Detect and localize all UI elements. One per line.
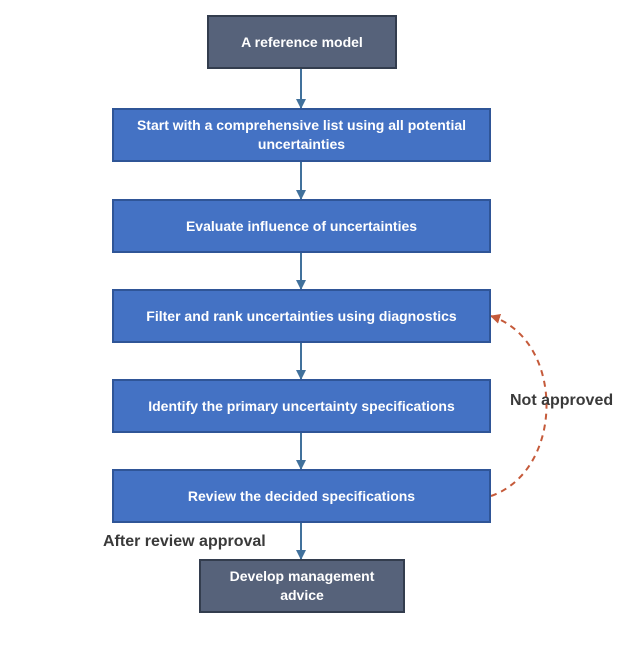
step-label: A reference model <box>241 33 363 50</box>
not-approved-label: Not approved <box>510 392 614 409</box>
step-label: Start with a comprehensive list using al… <box>136 117 467 152</box>
feedback-arrow <box>490 314 548 497</box>
step-label: Identify the primary uncertainty specifi… <box>148 397 455 414</box>
step-evaluate-influence: Evaluate influence of uncertainties <box>112 199 491 253</box>
step-label: Review the decided specifications <box>187 487 416 504</box>
step-identify-primary: Identify the primary uncertainty specifi… <box>112 379 491 433</box>
step-comprehensive-list: Start with a comprehensive list using al… <box>112 108 491 162</box>
step-label: Evaluate influence of uncertainties <box>185 217 418 234</box>
step-label: Develop management advice <box>229 568 375 603</box>
after-review-approval-label: After review approval <box>103 533 266 550</box>
step-filter-rank: Filter and rank uncertainties using diag… <box>112 289 491 343</box>
step-review-specs: Review the decided specifications <box>112 469 491 523</box>
step-reference-model: A reference model <box>207 15 397 69</box>
step-label: Filter and rank uncertainties using diag… <box>146 307 457 324</box>
step-develop-advice: Develop management advice <box>199 559 405 613</box>
